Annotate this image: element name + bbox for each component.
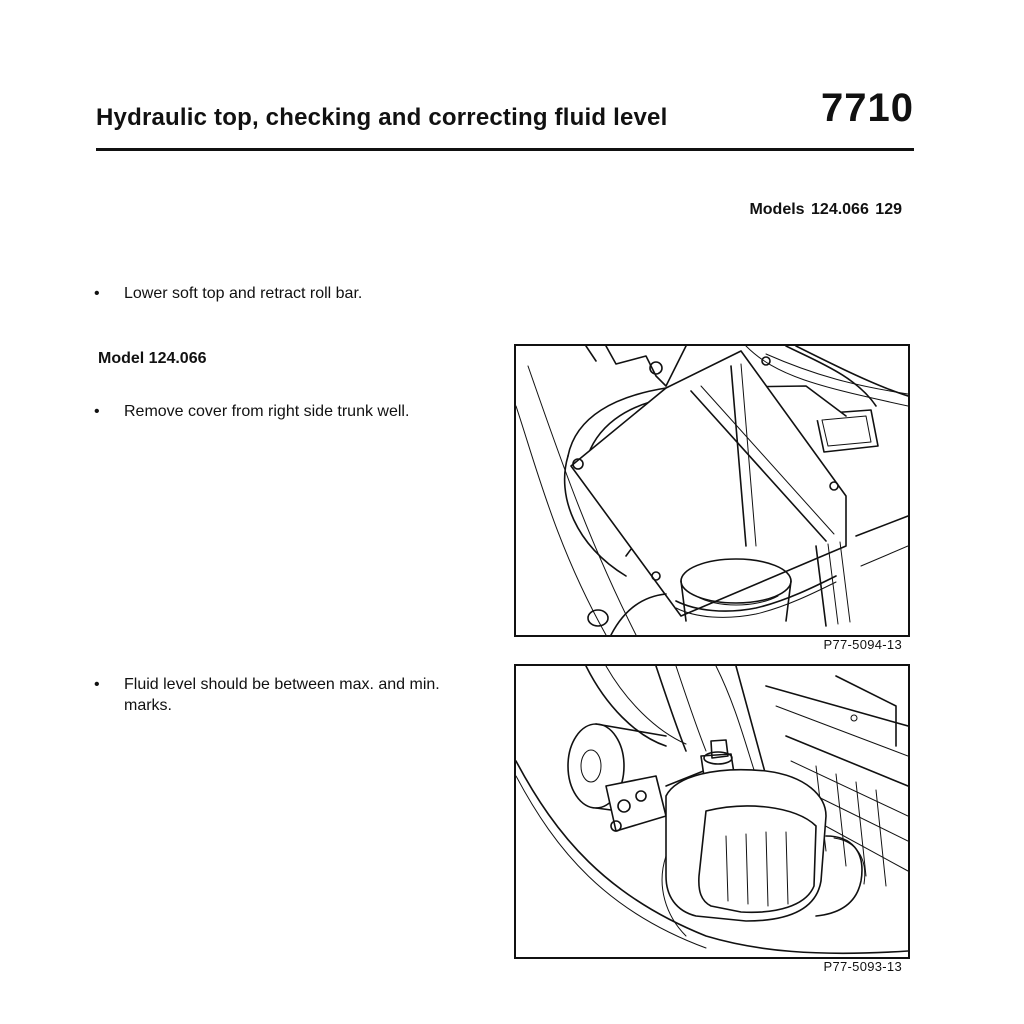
step-fluid-level: • Fluid level should be between max. and… [94,674,494,718]
model-subheading: Model 124.066 [98,350,207,367]
step-text: Lower soft top and retract roll bar. [124,285,363,302]
step-text: Remove cover from right side trunk well. [124,403,410,420]
step-text-line-2: marks. [124,697,172,714]
step-lower-soft-top: • Lower soft top and retract roll bar. [94,283,474,305]
step-text-block: Fluid level should be between max. and m… [124,674,440,716]
bullet-icon: • [94,403,100,420]
bullet-icon: • [94,676,100,693]
header-rule [96,148,914,151]
trunk-well-cover-illustration [516,346,908,635]
page-title: Hydraulic top, checking and correcting f… [96,104,668,131]
step-text-line-1: Fluid level should be between max. and m… [124,676,440,693]
figure-caption-2: P77-5093-13 [823,959,902,974]
figure-hydraulic-pump [514,664,910,959]
figure-caption-1: P77-5094-13 [823,637,902,652]
hydraulic-pump-reservoir-illustration [516,666,908,955]
step-remove-cover: • Remove cover from right side trunk wel… [94,401,484,423]
section-code: 7710 [821,86,914,130]
bullet-icon: • [94,285,100,302]
figure-trunk-well-cover [514,344,910,637]
models-line: Models 124.066 129 [749,201,902,218]
